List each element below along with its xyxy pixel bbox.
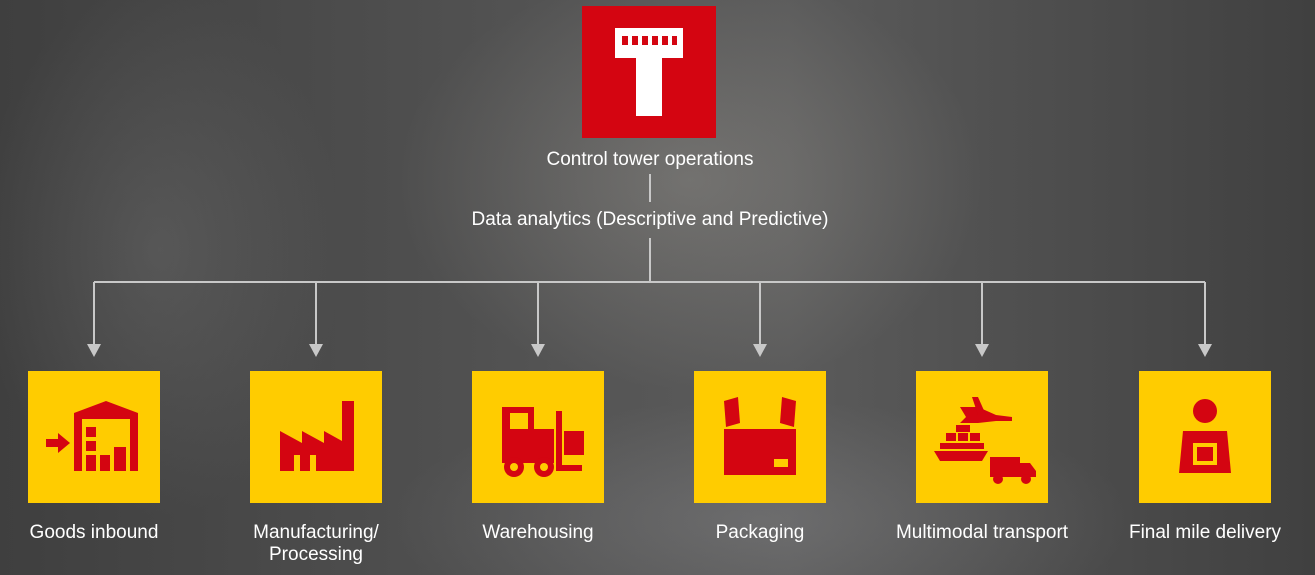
node-label: Manufacturing/ Processing [253, 522, 379, 565]
node-goods-inbound [28, 371, 160, 503]
node-multimodal-transport [916, 371, 1048, 503]
arrow-head [753, 344, 767, 357]
node-manufacturing [250, 371, 382, 503]
arrow-head [975, 344, 989, 357]
arrow-head [309, 344, 323, 357]
control-tower-icon [615, 28, 683, 116]
multimodal-transport-icon [934, 397, 1036, 484]
goods-inbound-icon [46, 401, 138, 471]
node-final-mile-delivery [1139, 371, 1271, 503]
node-warehousing [472, 371, 604, 503]
arrow-head [531, 344, 545, 357]
arrow-head [87, 344, 101, 357]
package-box-icon [724, 397, 796, 475]
node-label: Packaging [715, 522, 805, 543]
factory-icon [280, 401, 354, 471]
forklift-icon [502, 407, 584, 477]
node-label: Goods inbound [29, 522, 159, 543]
control-tower-tile [582, 6, 716, 138]
node-label: Warehousing [482, 522, 594, 543]
connector-label: Data analytics (Descriptive and Predicti… [471, 209, 829, 230]
node-label: Multimodal transport [895, 522, 1069, 543]
node-label: Final mile delivery [1128, 522, 1282, 543]
arrow-head [1198, 344, 1212, 357]
node-packaging [694, 371, 826, 503]
root-label: Control tower operations [546, 149, 754, 170]
delivery-person-icon [1179, 399, 1231, 473]
